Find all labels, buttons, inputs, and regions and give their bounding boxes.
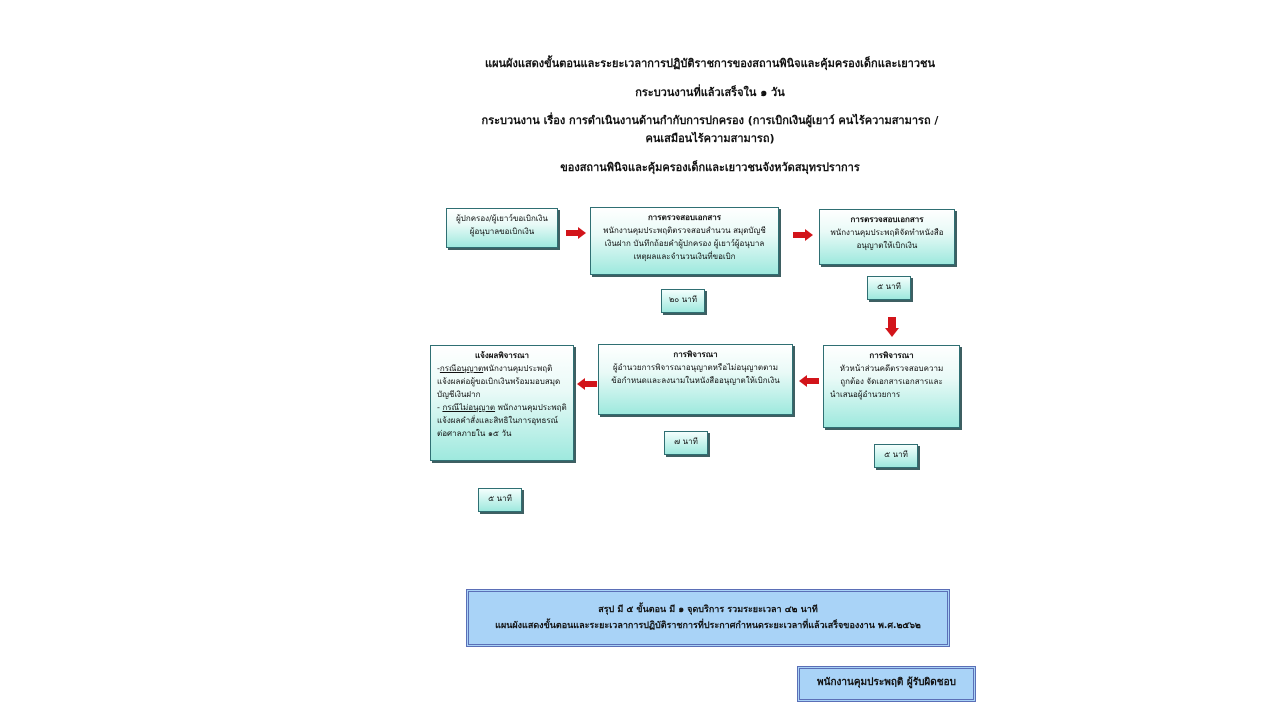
step-section-head-review-time: ๕ นาที	[874, 444, 918, 468]
step-permit-letter-time: ๕ นาที	[867, 276, 911, 300]
step-notify-result-line2: แจ้งผลต่อผู้ขอเบิกเงินพร้อมมอบสมุด	[437, 377, 561, 386]
step-director-review-box: การพิจารณา ผู้อำนวยการพิจารณาอนุญาตหรือไ…	[598, 344, 793, 415]
step-director-review-time: ๗ นาที	[664, 431, 708, 455]
step-section-head-review-line2: ถูกต้อง จัดเอกสารเอกสารและ	[840, 377, 943, 386]
step-request-line1: ผู้ปกครอง/ผู้เยาว์ขอเบิกเงิน	[456, 214, 548, 223]
arrow-right-icon	[566, 227, 586, 239]
header-title-line4: คนเสมือนไร้ความสามารถ)	[645, 132, 775, 145]
step-director-review-line2: ข้อกำหนดและลงนามในหนังสืออนุญาตให้เบิกเง…	[611, 376, 780, 385]
dash-text: -	[437, 364, 440, 373]
step-section-head-review-line1: หัวหน้าส่วนคดีตรวจสอบความ	[839, 364, 944, 373]
arrow-left-icon	[577, 378, 597, 390]
step-permit-letter-box: การตรวจสอบเอกสาร พนักงานคุมประพฤติจัดทำห…	[819, 209, 955, 265]
step-director-review-line1: ผู้อำนวยการพิจารณาอนุญาตหรือไม่อนุญาตตาม	[612, 363, 779, 372]
step-permit-letter-line1: พนักงานคุมประพฤติจัดทำหนังสือ	[830, 228, 944, 237]
header-title-line3: กระบวนงาน เรื่อง การดำเนินงานด้านกำกับกา…	[481, 114, 939, 127]
case-approved-text: พนักงานคุมประพฤติ	[483, 364, 553, 373]
step-notify-result-time: ๕ นาที	[478, 488, 522, 512]
case-denied-text: พนักงานคุมประพฤติ	[495, 403, 567, 412]
step-notify-result-box: แจ้งผลพิจารณา -กรณีอนุญาตพนักงานคุมประพฤ…	[430, 345, 574, 461]
step-notify-result-line6: ต่อศาลภายใน ๑๕ วัน	[437, 429, 512, 438]
arrow-right-icon	[793, 229, 813, 241]
step-document-check-line2: เงินฝาก บันทึกถ้อยคำผู้ปกครอง ผู้เยาว์ผู…	[604, 239, 765, 248]
step-notify-result-line3: บัญชีเงินฝาก	[437, 390, 481, 399]
step-notify-result-line1: -กรณีอนุญาตพนักงานคุมประพฤติ	[437, 362, 567, 375]
step-document-check-time: ๒๐ นาที	[661, 289, 705, 313]
step-request-line2: ผู้อนุบาลขอเบิกเงิน	[469, 227, 535, 236]
step-notify-result-title: แจ้งผลพิจารณา	[474, 351, 529, 360]
header-title-line5: ของสถานพินิจและคุ้มครองเด็กและเยาวชนจังห…	[560, 161, 860, 174]
step-document-check-line1: พนักงานคุมประพฤติตรวจสอบสำนวน สมุดบัญชี	[603, 226, 766, 235]
step-section-head-review-box: การพิจารณา หัวหน้าส่วนคดีตรวจสอบความ ถูก…	[823, 345, 960, 428]
responsible-box: พนักงานคุมประพฤติ ผู้รับผิดชอบ	[797, 666, 976, 702]
step-section-head-review-title: การพิจารณา	[869, 351, 914, 360]
summary-line2: แผนผังแสดงขั้นตอนและระยะเวลาการปฏิบัติรา…	[495, 621, 921, 631]
dash-text: -	[437, 403, 443, 412]
step-section-head-review-line3: นำเสนอผู้อำนวยการ	[830, 390, 901, 399]
step-request-box: ผู้ปกครอง/ผู้เยาว์ขอเบิกเงิน ผู้อนุบาลขอ…	[446, 208, 558, 248]
arrow-down-icon	[885, 317, 899, 337]
summary-line1: สรุป มี ๕ ขั้นตอน มี ๑ จุดบริการ รวมระยะ…	[598, 605, 818, 615]
step-permit-letter-line2: อนุญาตให้เบิกเงิน	[856, 241, 918, 250]
step-director-review-title: การพิจารณา	[673, 350, 718, 359]
case-approved-label: กรณีอนุญาต	[439, 364, 484, 373]
header-title-line2: กระบวนงานที่แล้วเสร็จใน ๑ วัน	[635, 86, 785, 99]
step-document-check-title: การตรวจสอบเอกสาร	[647, 213, 722, 222]
arrow-left-icon	[799, 375, 819, 387]
header-title-line1: แผนผังแสดงขั้นตอนและระยะเวลาการปฏิบัติรา…	[484, 57, 936, 70]
step-notify-result-line4: - กรณีไม่อนุญาต พนักงานคุมประพฤติ	[437, 401, 567, 414]
step-document-check-box: การตรวจสอบเอกสาร พนักงานคุมประพฤติตรวจสอ…	[590, 207, 779, 275]
case-denied-label: กรณีไม่อนุญาต	[442, 403, 496, 412]
step-document-check-line3: เหตุผลและจำนวนเงินที่ขอเบิก	[633, 252, 736, 261]
step-notify-result-line5: แจ้งผลคำสั่งและสิทธิในการอุทธรณ์	[437, 416, 559, 425]
step-permit-letter-title: การตรวจสอบเอกสาร	[850, 215, 924, 224]
summary-box: สรุป มี ๕ ขั้นตอน มี ๑ จุดบริการ รวมระยะ…	[466, 589, 950, 647]
